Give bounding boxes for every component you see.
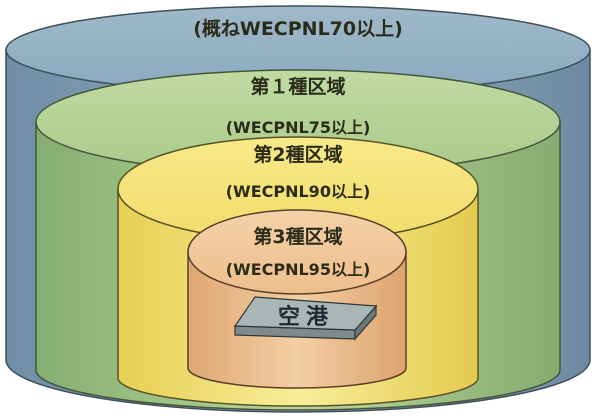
airport-block [233,296,378,341]
zone-2-name: 第2種区域 [253,143,342,166]
zone-1-note: (WECPNL75以上) [226,118,371,137]
airport-label: 空港 [278,304,334,330]
zone-3-top [187,209,407,295]
zone-3-cylinder [187,209,407,389]
zone-3-name: 第3種区域 [253,225,342,248]
zone-1-name: 第１種区域 [250,75,345,98]
zone-2-note: (WECPNL90以上) [226,182,371,201]
airport-block-top [233,296,378,331]
zone-3-note: (WECPNL95以上) [226,260,371,279]
zone-outer-note: (概ねWECPNL70以上) [193,18,403,40]
